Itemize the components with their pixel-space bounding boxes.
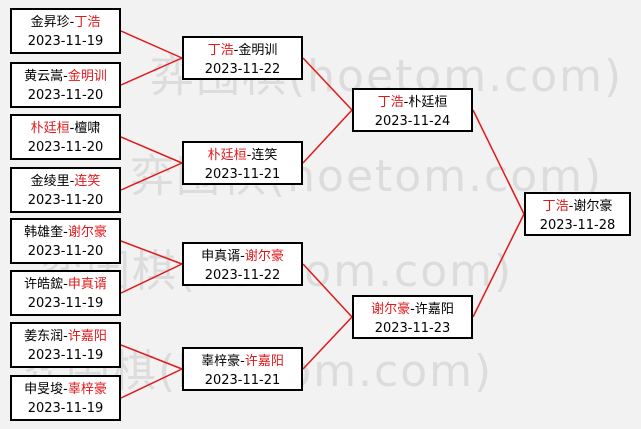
player-name: 许嘉阳 [414, 302, 454, 317]
player-name: 丁浩 [74, 15, 101, 30]
match-players: 谢尔豪-许嘉阳 [371, 302, 454, 317]
match-players: 许皓鋐-申真谞 [24, 277, 107, 292]
match-box-round3-1: 丁浩-朴廷桓 2023-11-24 [352, 88, 473, 132]
player-name: 谢尔豪 [573, 199, 613, 214]
bracket-connector-line [120, 30, 183, 59]
match-box-round1-4: 金绫里-连笑 2023-11-20 [10, 167, 121, 213]
match-players: 姜东润-许嘉阳 [24, 329, 107, 344]
match-box-round1-7: 姜东润-许嘉阳 2023-11-19 [10, 322, 121, 368]
player-name: 朴廷桓 [30, 121, 70, 136]
player-name: 申真谞 [67, 277, 107, 292]
player-name: 姜东润 [24, 329, 64, 344]
match-players: 辜梓豪-许嘉阳 [201, 354, 284, 369]
match-date: 2023-11-22 [204, 268, 281, 283]
match-players: 丁浩-金明训 [207, 43, 278, 58]
player-name: 谢尔豪 [67, 225, 107, 240]
player-name: 金明训 [67, 69, 107, 84]
match-players: 申真谞-谢尔豪 [201, 249, 284, 264]
bracket-connector-line [302, 109, 353, 164]
match-box-round3-2: 谢尔豪-许嘉阳 2023-11-23 [352, 295, 473, 339]
match-box-round1-1: 金昇珍-丁浩 2023-11-19 [10, 8, 121, 54]
match-players: 金绫里-连笑 [30, 174, 101, 189]
match-players: 丁浩-朴廷桓 [377, 95, 448, 110]
match-date: 2023-11-19 [27, 296, 104, 311]
match-box-round2-2: 朴廷桓-连笑 2023-11-21 [182, 141, 303, 185]
player-name: 辜梓豪 [201, 354, 241, 369]
player-name: 许皓鋐 [24, 277, 64, 292]
bracket-connector-line [302, 316, 353, 370]
match-date: 2023-11-21 [204, 373, 281, 388]
bracket-connector-line [302, 263, 353, 318]
match-date: 2023-11-28 [539, 218, 616, 233]
player-name: 申旻埈 [24, 382, 64, 397]
match-players: 金昇珍-丁浩 [30, 15, 101, 30]
match-box-round1-8: 申旻埈-辜梓豪 2023-11-19 [10, 375, 121, 421]
match-date: 2023-11-19 [27, 34, 104, 49]
bracket-connector-line [120, 263, 183, 294]
match-date: 2023-11-20 [27, 193, 104, 208]
match-box-round2-4: 辜梓豪-许嘉阳 2023-11-21 [182, 347, 303, 391]
match-box-round2-1: 丁浩-金明训 2023-11-22 [182, 36, 303, 80]
player-name: 金昇珍 [30, 15, 70, 30]
match-players: 韩雄奎-谢尔豪 [24, 225, 107, 240]
match-box-round1-6: 许皓鋐-申真谞 2023-11-19 [10, 270, 121, 316]
match-players: 丁浩-谢尔豪 [542, 199, 613, 214]
player-name: 丁浩 [542, 199, 569, 214]
player-name: 黄云嵩 [24, 69, 64, 84]
match-players: 朴廷桓-连笑 [207, 148, 278, 163]
player-name: 檀啸 [74, 121, 101, 136]
match-date: 2023-11-19 [27, 401, 104, 416]
player-name: 许嘉阳 [67, 329, 107, 344]
player-name: 韩雄奎 [24, 225, 64, 240]
match-date: 2023-11-21 [204, 167, 281, 182]
match-box-round1-3: 朴廷桓-檀啸 2023-11-20 [10, 114, 121, 160]
player-name: 朴廷桓 [207, 148, 247, 163]
player-name: 丁浩 [377, 95, 404, 110]
player-name: 朴廷桓 [408, 95, 448, 110]
bracket-connector-line [472, 109, 525, 215]
player-name: 谢尔豪 [371, 302, 411, 317]
match-box-round1-5: 韩雄奎-谢尔豪 2023-11-20 [10, 218, 121, 264]
bracket-connector-line [120, 162, 183, 191]
player-name: 辜梓豪 [67, 382, 107, 397]
match-date: 2023-11-23 [374, 321, 451, 336]
player-name: 许嘉阳 [244, 354, 284, 369]
player-name: 丁浩 [207, 43, 234, 58]
player-name: 连笑 [251, 148, 278, 163]
bracket-connector-line [302, 57, 353, 111]
match-box-round1-2: 黄云嵩-金明训 2023-11-20 [10, 62, 121, 108]
match-date: 2023-11-22 [204, 62, 281, 77]
match-players: 黄云嵩-金明训 [24, 69, 107, 84]
player-name: 连笑 [74, 174, 101, 189]
match-players: 申旻埈-辜梓豪 [24, 382, 107, 397]
bracket-connector-line [120, 57, 183, 86]
player-name: 金明训 [238, 43, 278, 58]
match-date: 2023-11-20 [27, 244, 104, 259]
match-box-round2-3: 申真谞-谢尔豪 2023-11-22 [182, 242, 303, 286]
player-name: 谢尔豪 [244, 249, 284, 264]
match-date: 2023-11-20 [27, 88, 104, 103]
bracket-connector-line [120, 136, 183, 164]
player-name: 金绫里 [30, 174, 70, 189]
bracket-connector-line [120, 240, 183, 265]
player-name: 申真谞 [201, 249, 241, 264]
match-box-final-1: 丁浩-谢尔豪 2023-11-28 [524, 192, 631, 236]
match-date: 2023-11-24 [374, 114, 451, 129]
bracket-connector-line [120, 368, 183, 399]
match-players: 朴廷桓-檀啸 [30, 121, 101, 136]
bracket-connector-line [120, 344, 183, 370]
match-date: 2023-11-20 [27, 140, 104, 155]
bracket-connector-line [472, 213, 525, 318]
match-date: 2023-11-19 [27, 348, 104, 363]
